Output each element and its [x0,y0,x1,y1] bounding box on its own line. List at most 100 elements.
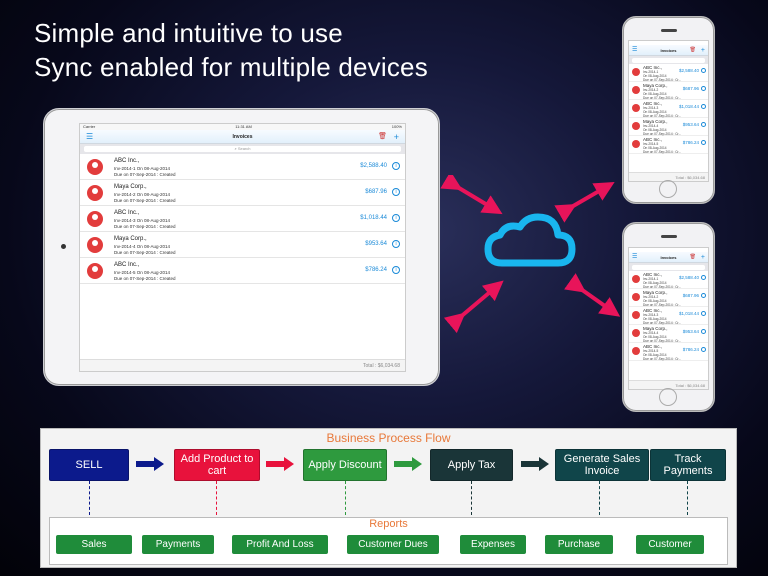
nav-title: Invoices [232,134,253,140]
invoice-amount: $953.64 [682,122,699,127]
invoice-number: Inv-2014-4 [643,124,659,128]
report-profit-loss-button[interactable]: Profit And Loss [232,535,328,554]
invoice-row[interactable]: Maya Corp., Inv-2014-4 On 08-Aug-2014 Du… [80,232,405,258]
reports-title: Reports [369,518,408,530]
invoice-row[interactable]: ABC Inc., Inv-2014-5 On 08-Aug-2014 Due … [629,136,708,154]
invoice-number: Inv-2014-1 On 08-Aug-2014 [114,166,171,171]
connector-line [216,481,217,515]
report-expenses-button[interactable]: Expenses [460,535,526,554]
report-purchase-button[interactable]: Purchase [545,535,613,554]
add-icon[interactable]: + [393,132,399,142]
battery-label: 100% [391,124,402,129]
add-icon[interactable]: + [700,47,705,54]
search-input[interactable] [629,56,708,64]
invoice-total: Total : $6,034.68 [629,172,708,181]
invoice-customer: ABC Inc., [643,344,663,349]
avatar-icon [87,159,103,175]
connector-line [471,481,472,515]
nav-title: Invoices [660,255,677,260]
invoice-date: On 08-Aug-2014 [643,335,667,339]
info-icon[interactable]: i [392,188,400,196]
invoice-total: Total : $6,034.68 [80,359,405,371]
info-icon[interactable] [701,140,706,145]
invoice-number: Inv-2014-1 [643,277,659,281]
invoice-total: Total : $6,034.68 [629,380,708,389]
invoice-amount: $1,018.44 [360,215,387,221]
step-add-product[interactable]: Add Product to cart [174,449,260,481]
invoice-amount: $786.24 [365,267,387,273]
invoice-row[interactable]: Maya Corp., Inv-2014-4 On 08-Aug-2014 Du… [629,325,708,343]
info-icon[interactable] [701,311,706,316]
invoice-number: Inv-2014-3 [643,106,659,110]
invoice-due: Due on 07-Sep-2014 : Cr... [643,132,682,136]
invoice-row[interactable]: Maya Corp., Inv-2014-2 On 08-Aug-2014 Du… [629,289,708,307]
invoice-due: Due on 07-Sep-2014 : Created [114,250,176,255]
report-customer-button[interactable]: Customer [636,535,704,554]
home-button[interactable] [659,388,677,406]
invoice-due: Due on 07-Sep-2014 : Cr... [643,78,682,82]
report-customer-dues-button[interactable]: Customer Dues [347,535,439,554]
invoice-row[interactable]: Maya Corp., Inv-2014-2 On 08-Aug-2014 Du… [629,82,708,100]
invoice-row[interactable]: ABC Inc., Inv-2014-5 On 08-Aug-2014 Due … [629,343,708,361]
search-input[interactable] [629,263,708,271]
invoice-customer: ABC Inc., [114,158,140,164]
trash-icon[interactable]: 🗑 [689,254,696,260]
flow-arrow-icon [266,457,294,471]
menu-icon[interactable]: ☰ [632,47,638,53]
avatar-icon [632,293,640,301]
invoice-number: Inv-2014-2 [643,295,659,299]
info-icon[interactable] [701,68,706,73]
invoice-row[interactable]: ABC Inc., Inv-2014-1 On 08-Aug-2014 Due … [629,64,708,82]
speaker-icon [661,29,677,32]
ipad-screen: Carrier 11:31 AM 100% ☰ Invoices 🗑 + ⌕ S… [79,123,406,372]
search-input[interactable]: ⌕ Search [84,146,401,152]
info-icon[interactable] [701,329,706,334]
home-button[interactable] [659,180,677,198]
step-generate-sales-invoice[interactable]: Generate Sales Invoice [555,449,649,481]
info-icon[interactable] [701,275,706,280]
info-icon[interactable]: i [392,162,400,170]
report-payments-button[interactable]: Payments [142,535,214,554]
invoice-customer: Maya Corp., [114,236,147,242]
invoice-row[interactable]: Maya Corp., Inv-2014-2 On 08-Aug-2014 Du… [80,180,405,206]
menu-icon[interactable]: ☰ [632,254,638,260]
invoice-date: On 08-Aug-2014 [643,74,667,78]
avatar-icon [632,104,640,112]
info-icon[interactable] [701,293,706,298]
invoice-row[interactable]: Maya Corp., Inv-2014-4 On 08-Aug-2014 Du… [629,118,708,136]
info-icon[interactable]: i [392,240,400,248]
report-sales-button[interactable]: Sales [56,535,132,554]
info-icon[interactable] [701,122,706,127]
step-track-payments[interactable]: Track Payments [650,449,726,481]
invoice-customer: ABC Inc., [114,210,140,216]
info-icon[interactable]: i [392,266,400,274]
invoice-customer: ABC Inc., [643,137,663,142]
info-icon[interactable] [701,86,706,91]
add-icon[interactable]: + [700,254,705,261]
invoice-customer: Maya Corp., [643,119,668,124]
info-icon[interactable]: i [392,214,400,222]
invoice-amount: $953.64 [682,329,699,334]
invoice-row[interactable]: ABC Inc., Inv-2014-3 On 08-Aug-2014 Due … [80,206,405,232]
cloud-icon [484,213,576,267]
nav-bar: ☰ Invoices 🗑 + [80,130,405,144]
invoice-row[interactable]: ABC Inc., Inv-2014-3 On 08-Aug-2014 Due … [629,307,708,325]
info-icon[interactable] [701,104,706,109]
trash-icon[interactable]: 🗑 [689,47,696,53]
invoice-due: Due on 07-Sep-2014 : Cr... [643,339,682,343]
nav-bar: ☰ Invoices 🗑 + [629,252,708,263]
avatar-icon [632,347,640,355]
menu-icon[interactable]: ☰ [86,132,94,141]
trash-icon[interactable]: 🗑 [378,133,387,140]
invoice-row[interactable]: ABC Inc., Inv-2014-1 On 08-Aug-2014 Due … [629,271,708,289]
invoice-row[interactable]: ABC Inc., Inv-2014-5 On 08-Aug-2014 Due … [80,258,405,284]
invoice-customer: Maya Corp., [114,184,147,190]
info-icon[interactable] [701,347,706,352]
invoice-amount: $687.96 [682,293,699,298]
invoice-due: Due on 07-Sep-2014 : Cr... [643,96,682,100]
step-sell[interactable]: SELL [49,449,129,481]
invoice-row[interactable]: ABC Inc., Inv-2014-1 On 08-Aug-2014 Due … [80,154,405,180]
invoice-row[interactable]: ABC Inc., Inv-2014-3 On 08-Aug-2014 Due … [629,100,708,118]
step-apply-discount[interactable]: Apply Discount [303,449,387,481]
step-apply-tax[interactable]: Apply Tax [430,449,513,481]
